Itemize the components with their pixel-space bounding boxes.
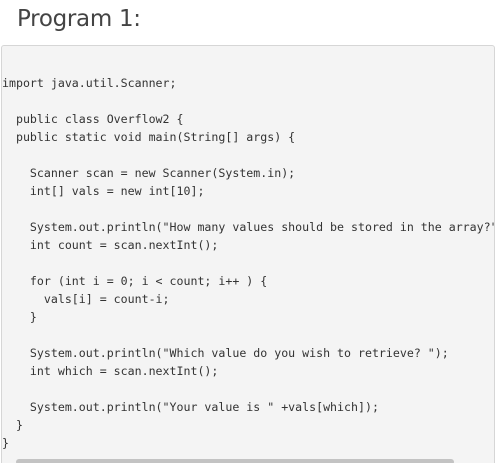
code-line: public static void main(String[] args) { xyxy=(2,130,296,144)
horizontal-scrollbar[interactable] xyxy=(16,459,454,463)
code-line: } xyxy=(2,436,9,450)
code-line: public class Overflow2 { xyxy=(2,112,184,126)
code-line: int count = scan.nextInt(); xyxy=(2,238,219,252)
code-line: vals[i] = count-i; xyxy=(2,292,170,306)
code-line: int which = scan.nextInt(); xyxy=(2,364,219,378)
code-line: Scanner scan = new Scanner(System.in); xyxy=(2,166,296,180)
code-line: for (int i = 0; i < count; i++ ) { xyxy=(2,274,268,288)
code-line: int[] vals = new int[10]; xyxy=(2,184,205,198)
code-line: import java.util.Scanner; xyxy=(2,76,177,90)
section-heading: Program 1: xyxy=(17,6,141,32)
code-line: } xyxy=(2,418,23,432)
code-line: System.out.println("Your value is " +val… xyxy=(2,400,379,414)
code-line: System.out.println("How many values shou… xyxy=(2,220,495,234)
code-line: } xyxy=(2,310,37,324)
code-block[interactable]: import java.util.Scanner; public class O… xyxy=(1,45,495,463)
code-line: System.out.println("Which value do you w… xyxy=(2,346,449,360)
